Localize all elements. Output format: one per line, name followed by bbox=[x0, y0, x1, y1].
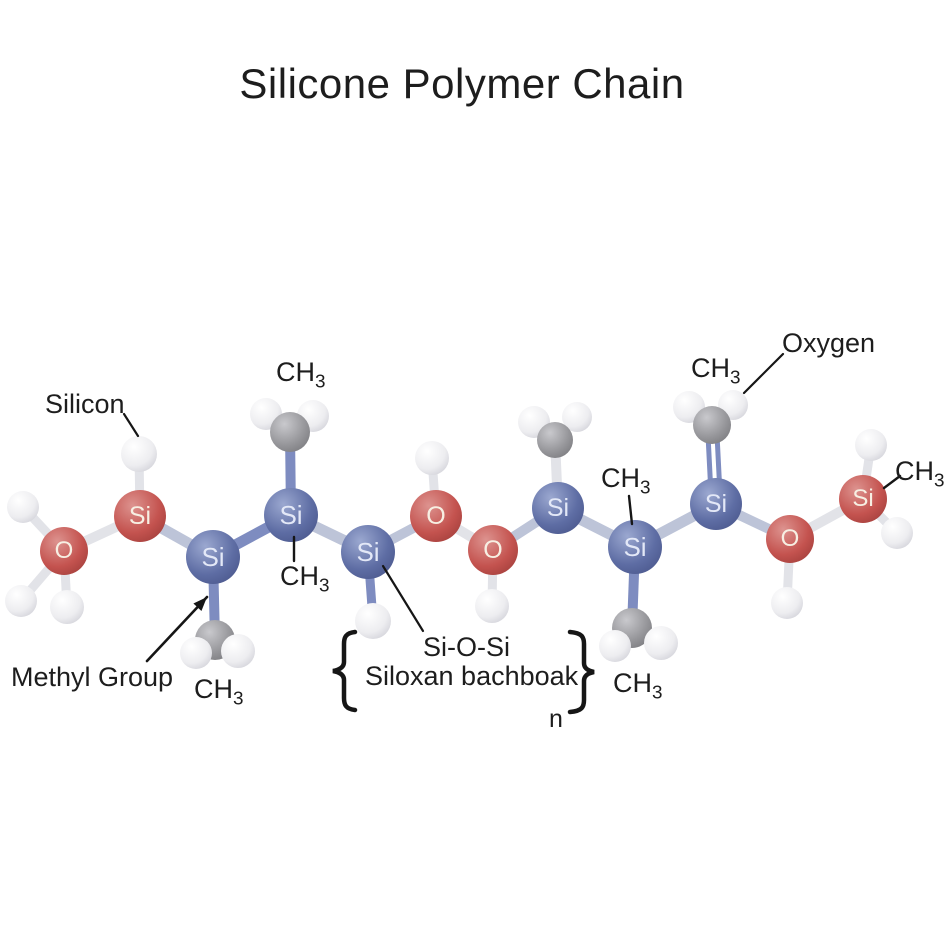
label-methyl-group: Methyl Group bbox=[11, 662, 174, 692]
atom-silicon-blue-sphere: Si bbox=[264, 488, 318, 542]
atom-hydrogen-white-sphere bbox=[415, 441, 449, 475]
page-title: Silicone Polymer Chain bbox=[239, 60, 685, 107]
atom-hydrogen-white-sphere bbox=[881, 517, 913, 549]
atom-hydrogen-white-sphere bbox=[855, 429, 887, 461]
atom-oxygen-red-sphere: Si bbox=[839, 475, 887, 523]
atom-hydrogen-white-sphere bbox=[599, 630, 631, 662]
atom-symbol: Si bbox=[704, 489, 728, 518]
label-silicon: Silicon bbox=[45, 389, 125, 419]
label-ch3-2: CH3 bbox=[280, 561, 330, 597]
atom-symbol: O bbox=[780, 525, 800, 552]
atom-silicon-blue-sphere: Si bbox=[186, 530, 240, 584]
atom-symbol: O bbox=[483, 535, 503, 564]
atom-silicon-blue-sphere: Si bbox=[690, 478, 742, 530]
label-siloxan: Siloxan bachboak bbox=[365, 661, 579, 691]
atom-oxygen-red-sphere: O bbox=[468, 525, 518, 575]
atom-hydrogen-white-sphere bbox=[50, 590, 84, 624]
atom-oxygen-red-sphere: O bbox=[410, 490, 462, 542]
atom-symbol: O bbox=[426, 501, 446, 530]
atom-hydrogen-white-sphere bbox=[644, 626, 678, 660]
label-ch3-6: CH3 bbox=[895, 456, 945, 492]
atom-carbon-gray-sphere bbox=[270, 412, 310, 452]
atom-hydrogen-white-sphere bbox=[121, 436, 157, 472]
atom-carbon-gray-sphere bbox=[693, 406, 731, 444]
label-ch3-1: CH3 bbox=[276, 357, 326, 393]
atom-oxygen-red-sphere: O bbox=[766, 515, 814, 563]
label-oxygen: Oxygen bbox=[782, 328, 876, 358]
atom-hydrogen-white-sphere bbox=[5, 585, 37, 617]
atom-symbol: Si bbox=[128, 501, 152, 530]
atom-hydrogen-white-sphere bbox=[475, 589, 509, 623]
atom-silicon-blue-sphere: Si bbox=[532, 482, 584, 534]
atom-oxygen-red-sphere: Si bbox=[114, 490, 166, 542]
label-ch3-5: CH3 bbox=[691, 353, 741, 389]
atom-hydrogen-white-sphere bbox=[771, 587, 803, 619]
atom-hydrogen-white-sphere bbox=[7, 491, 39, 523]
label-ch3-7: CH3 bbox=[613, 668, 663, 704]
atom-silicon-blue-sphere: Si bbox=[608, 520, 662, 574]
label-ch3-4: CH3 bbox=[601, 463, 651, 499]
atom-symbol: Si bbox=[546, 493, 570, 522]
atom-symbol: Si bbox=[623, 531, 647, 562]
label-n-subscript: n bbox=[549, 705, 563, 733]
atom-symbol: Si bbox=[356, 536, 380, 567]
atom-symbol: O bbox=[54, 537, 74, 564]
atom-carbon-gray-sphere bbox=[537, 422, 573, 458]
label-si-o-si: Si-O-Si bbox=[423, 632, 510, 662]
atom-hydrogen-white-sphere bbox=[221, 634, 255, 668]
atom-symbol: Si bbox=[852, 485, 874, 512]
atom-symbol: Si bbox=[201, 541, 225, 572]
atom-oxygen-red-sphere: O bbox=[40, 527, 88, 575]
label-ch3-3: CH3 bbox=[194, 674, 244, 710]
atom-symbol: Si bbox=[279, 499, 303, 530]
